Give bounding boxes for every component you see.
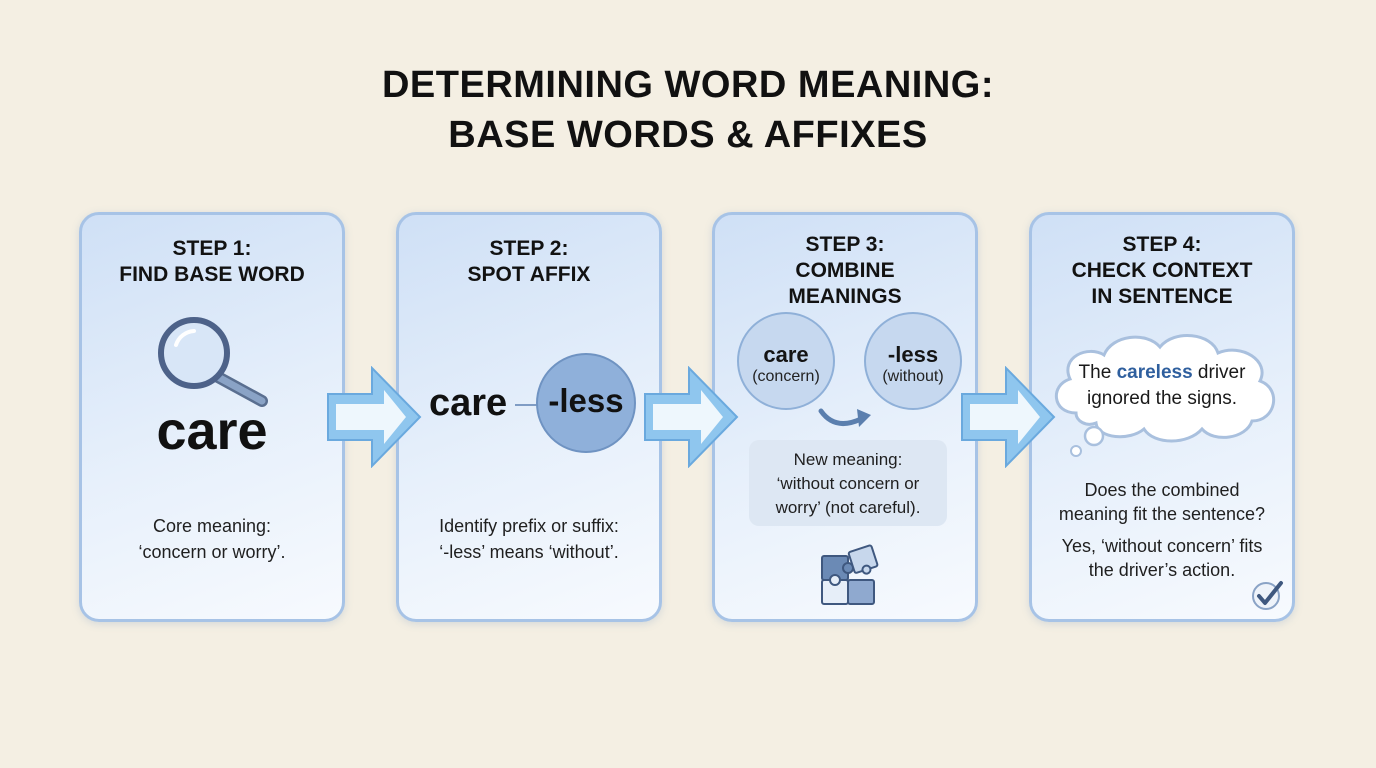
title-line1: DETERMINING WORD MEANING: — [381, 64, 995, 106]
arrow-right-icon — [327, 366, 422, 468]
check-question-line1: Does the combined — [1084, 480, 1240, 500]
step-3-title-line1: COMBINE — [795, 259, 895, 282]
step-3-label: STEP 3: — [805, 233, 885, 256]
step-1-desc-line1: Core meaning: — [152, 516, 272, 536]
arrow-right-icon — [961, 366, 1056, 468]
step-2-label: STEP 2: — [489, 237, 569, 260]
step-2-desc-line2: ‘-less’ means ‘without’. — [439, 542, 619, 562]
step-1-card: STEP 1: FIND BASE WORD care Core meaning… — [79, 212, 345, 622]
affix-meaning-word: -less — [887, 342, 939, 367]
base-meaning-bubble: care (concern) — [737, 312, 835, 410]
step-2-card: STEP 2: SPOT AFFIX care -less Identify p… — [396, 212, 662, 622]
step-4-title-line2: IN SENTENCE — [1091, 285, 1233, 308]
affix-circle: -less — [536, 353, 636, 453]
thought-cloud-icon — [1054, 334, 1276, 457]
check-answer-line2: the driver’s action. — [1088, 560, 1236, 580]
step-4-label: STEP 4: — [1122, 233, 1202, 256]
example-sentence-line2: ignored the signs. — [1087, 388, 1237, 409]
magnifier-icon — [158, 317, 268, 407]
base-word-part: care — [429, 382, 508, 424]
affix-text: -less — [548, 382, 624, 419]
sentence-prefix: The — [1078, 362, 1117, 383]
step-2-title: SPOT AFFIX — [467, 263, 591, 286]
base-meaning-gloss: (concern) — [752, 368, 820, 385]
new-meaning-line3: worry’ (not careful). — [775, 498, 921, 517]
affix-meaning-bubble: -less (without) — [864, 312, 962, 410]
step-1-title: FIND BASE WORD — [119, 263, 305, 286]
affix-meaning-gloss: (without) — [882, 368, 944, 385]
step-3-title-line2: MEANINGS — [788, 285, 902, 308]
new-meaning-line1: New meaning: — [793, 450, 903, 469]
check-question-line2: meaning fit the sentence? — [1058, 504, 1266, 524]
step-4-title-line1: CHECK CONTEXT — [1071, 259, 1253, 282]
step-1-desc-line2: ‘concern or worry’. — [138, 542, 286, 562]
title-line2: BASE WORDS & AFFIXES — [448, 114, 928, 156]
step-1-label: STEP 1: — [172, 237, 252, 260]
example-sentence-line1: The careless driver — [1032, 362, 1292, 384]
step-4-card: STEP 4: CHECK CONTEXT IN SENTENCE The ca… — [1029, 212, 1295, 622]
base-meaning-word: care — [763, 342, 809, 367]
highlighted-word: careless — [1116, 362, 1193, 383]
step-3-card: STEP 3: COMBINE MEANINGS care (concern) … — [712, 212, 978, 622]
base-word: care — [156, 401, 268, 461]
arrow-right-icon — [644, 366, 739, 468]
connector-line — [515, 404, 539, 406]
checkmark-icon — [1252, 581, 1283, 610]
sentence-suffix: driver — [1192, 362, 1246, 383]
curved-arrow-icon — [818, 408, 871, 427]
new-meaning-line2: ‘without concern or — [776, 474, 920, 493]
step-2-desc-line1: Identify prefix or suffix: — [439, 516, 619, 536]
new-meaning-box: New meaning: ‘without concern or worry’ … — [749, 440, 947, 526]
puzzle-icon — [821, 544, 879, 605]
check-answer-line1: Yes, ‘without concern’ fits — [1061, 536, 1263, 556]
